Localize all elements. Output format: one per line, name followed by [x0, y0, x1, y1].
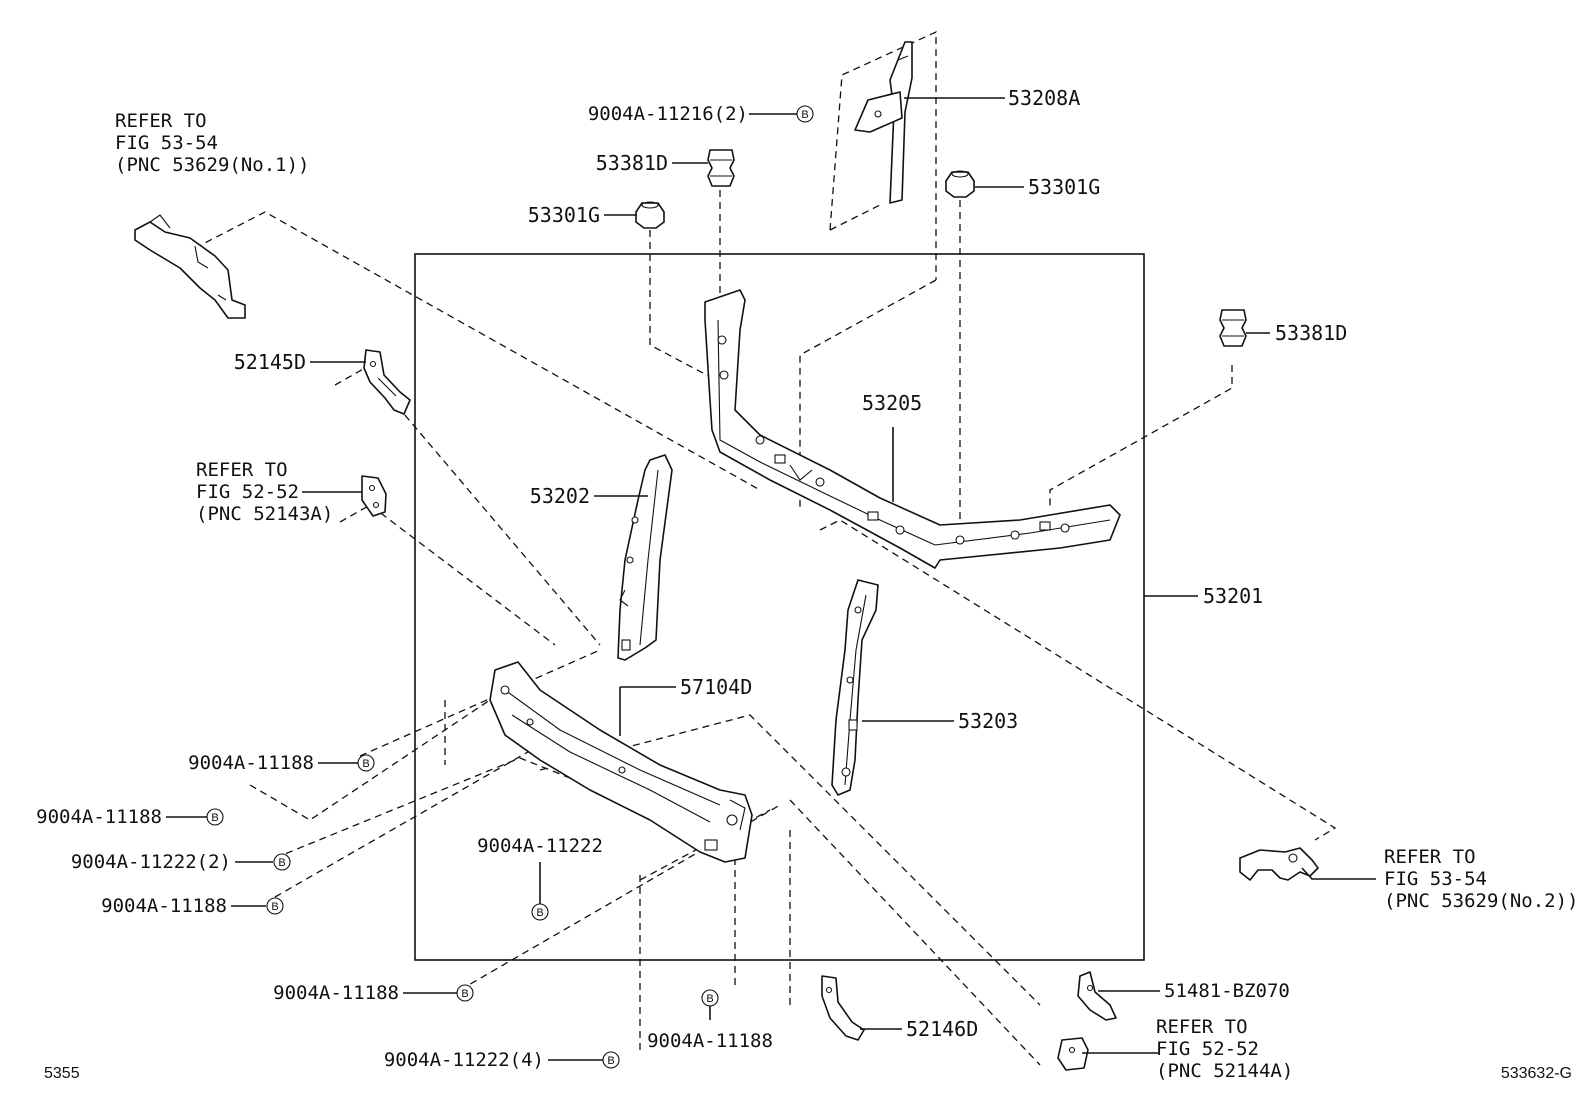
refer-bracket-53629-no1	[134, 214, 246, 319]
svg-text:(PNC 53629(No.1)): (PNC 53629(No.1))	[115, 154, 309, 176]
svg-text:B: B	[211, 812, 218, 824]
svg-text:B: B	[801, 109, 808, 121]
part-53301g-right	[945, 170, 975, 198]
svg-text:FIG 52-52: FIG 52-52	[196, 481, 299, 503]
refer-note-52144a: REFER TO FIG 52-52 (PNC 52144A)	[1156, 1016, 1293, 1082]
svg-text:FIG 53-54: FIG 53-54	[115, 132, 218, 154]
svg-text:(PNC 53629(No.2)): (PNC 53629(No.2))	[1384, 890, 1578, 912]
label-9004a-11188-d: 9004A-11188	[273, 982, 399, 1004]
part-53381d-top	[707, 149, 735, 187]
bolt-symbol: B	[357, 754, 375, 772]
label-53201: 53201	[1203, 584, 1263, 608]
part-labels: 53208A 9004A-11216(2) 53381D 53301G 5330…	[36, 86, 1347, 1071]
bolt-symbol: B	[531, 903, 549, 921]
label-52146d: 52146D	[906, 1017, 978, 1041]
reference-notes: REFER TO FIG 53-54 (PNC 53629(No.1)) REF…	[115, 110, 1578, 1082]
solid-leaders	[166, 97, 1376, 1061]
dashed-leaders	[194, 30, 1337, 1066]
part-53208a	[854, 41, 913, 204]
label-53202: 53202	[530, 484, 590, 508]
refer-note-52143a: REFER TO FIG 52-52 (PNC 52143A)	[196, 459, 333, 525]
part-53381d-right	[1219, 309, 1247, 347]
svg-text:REFER TO: REFER TO	[196, 459, 288, 481]
svg-text:REFER TO: REFER TO	[115, 110, 207, 132]
svg-text:FIG 52-52: FIG 52-52	[1156, 1038, 1259, 1060]
part-53203	[831, 579, 879, 796]
svg-text:B: B	[536, 907, 543, 919]
corner-code-right: 533632-G	[1501, 1065, 1572, 1082]
label-9004a-11222-4: 9004A-11222(4)	[384, 1049, 544, 1071]
label-9004a-11188-a: 9004A-11188	[188, 752, 314, 774]
label-53208a: 53208A	[1008, 86, 1080, 110]
label-52145d: 52145D	[234, 350, 306, 374]
part-57104d	[489, 661, 753, 863]
bolt-symbols: B B B B B B B B B	[206, 105, 814, 1069]
label-9004a-11222-2: 9004A-11222(2)	[71, 851, 231, 873]
assembly-frame-53201	[414, 253, 1145, 961]
corner-code-left: 5355	[44, 1065, 80, 1082]
bolt-symbol: B	[266, 897, 284, 915]
part-51481-bz070	[1077, 971, 1117, 1021]
svg-text:B: B	[607, 1055, 614, 1067]
svg-text:B: B	[362, 758, 369, 770]
bolt-symbol: B	[602, 1051, 620, 1069]
label-9004a-11188-b: 9004A-11188	[36, 806, 162, 828]
label-53205: 53205	[862, 391, 922, 415]
refer-note-53629-no2: REFER TO FIG 53-54 (PNC 53629(No.2))	[1384, 846, 1578, 912]
label-53203: 53203	[958, 709, 1018, 733]
refer-bracket-53629-no2	[1239, 847, 1319, 881]
label-53381d-top: 53381D	[596, 151, 668, 175]
part-52146d	[821, 975, 865, 1041]
label-53301g-right: 53301G	[1028, 175, 1100, 199]
svg-text:B: B	[278, 857, 285, 869]
part-53205	[704, 289, 1121, 569]
label-9004a-11188-e: 9004A-11188	[647, 1030, 773, 1052]
label-51481-bz070: 51481-BZ070	[1164, 980, 1290, 1002]
label-9004a-11216-2: 9004A-11216(2)	[588, 103, 748, 125]
bolt-symbol: B	[206, 808, 224, 826]
refer-note-53629-no1: REFER TO FIG 53-54 (PNC 53629(No.1))	[115, 110, 309, 176]
svg-text:B: B	[706, 993, 713, 1005]
svg-text:B: B	[461, 988, 468, 1000]
label-53301g-left: 53301G	[528, 203, 600, 227]
bolt-symbol: B	[701, 989, 719, 1007]
label-53381d-right: 53381D	[1275, 321, 1347, 345]
bolt-symbol: B	[796, 105, 814, 123]
refer-plate-52144a	[1057, 1037, 1089, 1071]
part-53202	[617, 454, 673, 661]
svg-text:REFER TO: REFER TO	[1384, 846, 1476, 868]
svg-text:REFER TO: REFER TO	[1156, 1016, 1248, 1038]
label-9004a-11188-c: 9004A-11188	[101, 895, 227, 917]
svg-text:(PNC 52144A): (PNC 52144A)	[1156, 1060, 1293, 1082]
bolt-symbol: B	[456, 984, 474, 1002]
label-57104d: 57104D	[680, 675, 752, 699]
part-53301g-left	[635, 201, 665, 229]
part-52145d	[363, 349, 411, 415]
label-9004a-11222: 9004A-11222	[477, 835, 603, 857]
bolt-symbol: B	[273, 853, 291, 871]
svg-text:B: B	[271, 901, 278, 913]
svg-text:(PNC 52143A): (PNC 52143A)	[196, 503, 333, 525]
refer-plate-52143a	[361, 475, 387, 517]
svg-text:FIG 53-54: FIG 53-54	[1384, 868, 1487, 890]
